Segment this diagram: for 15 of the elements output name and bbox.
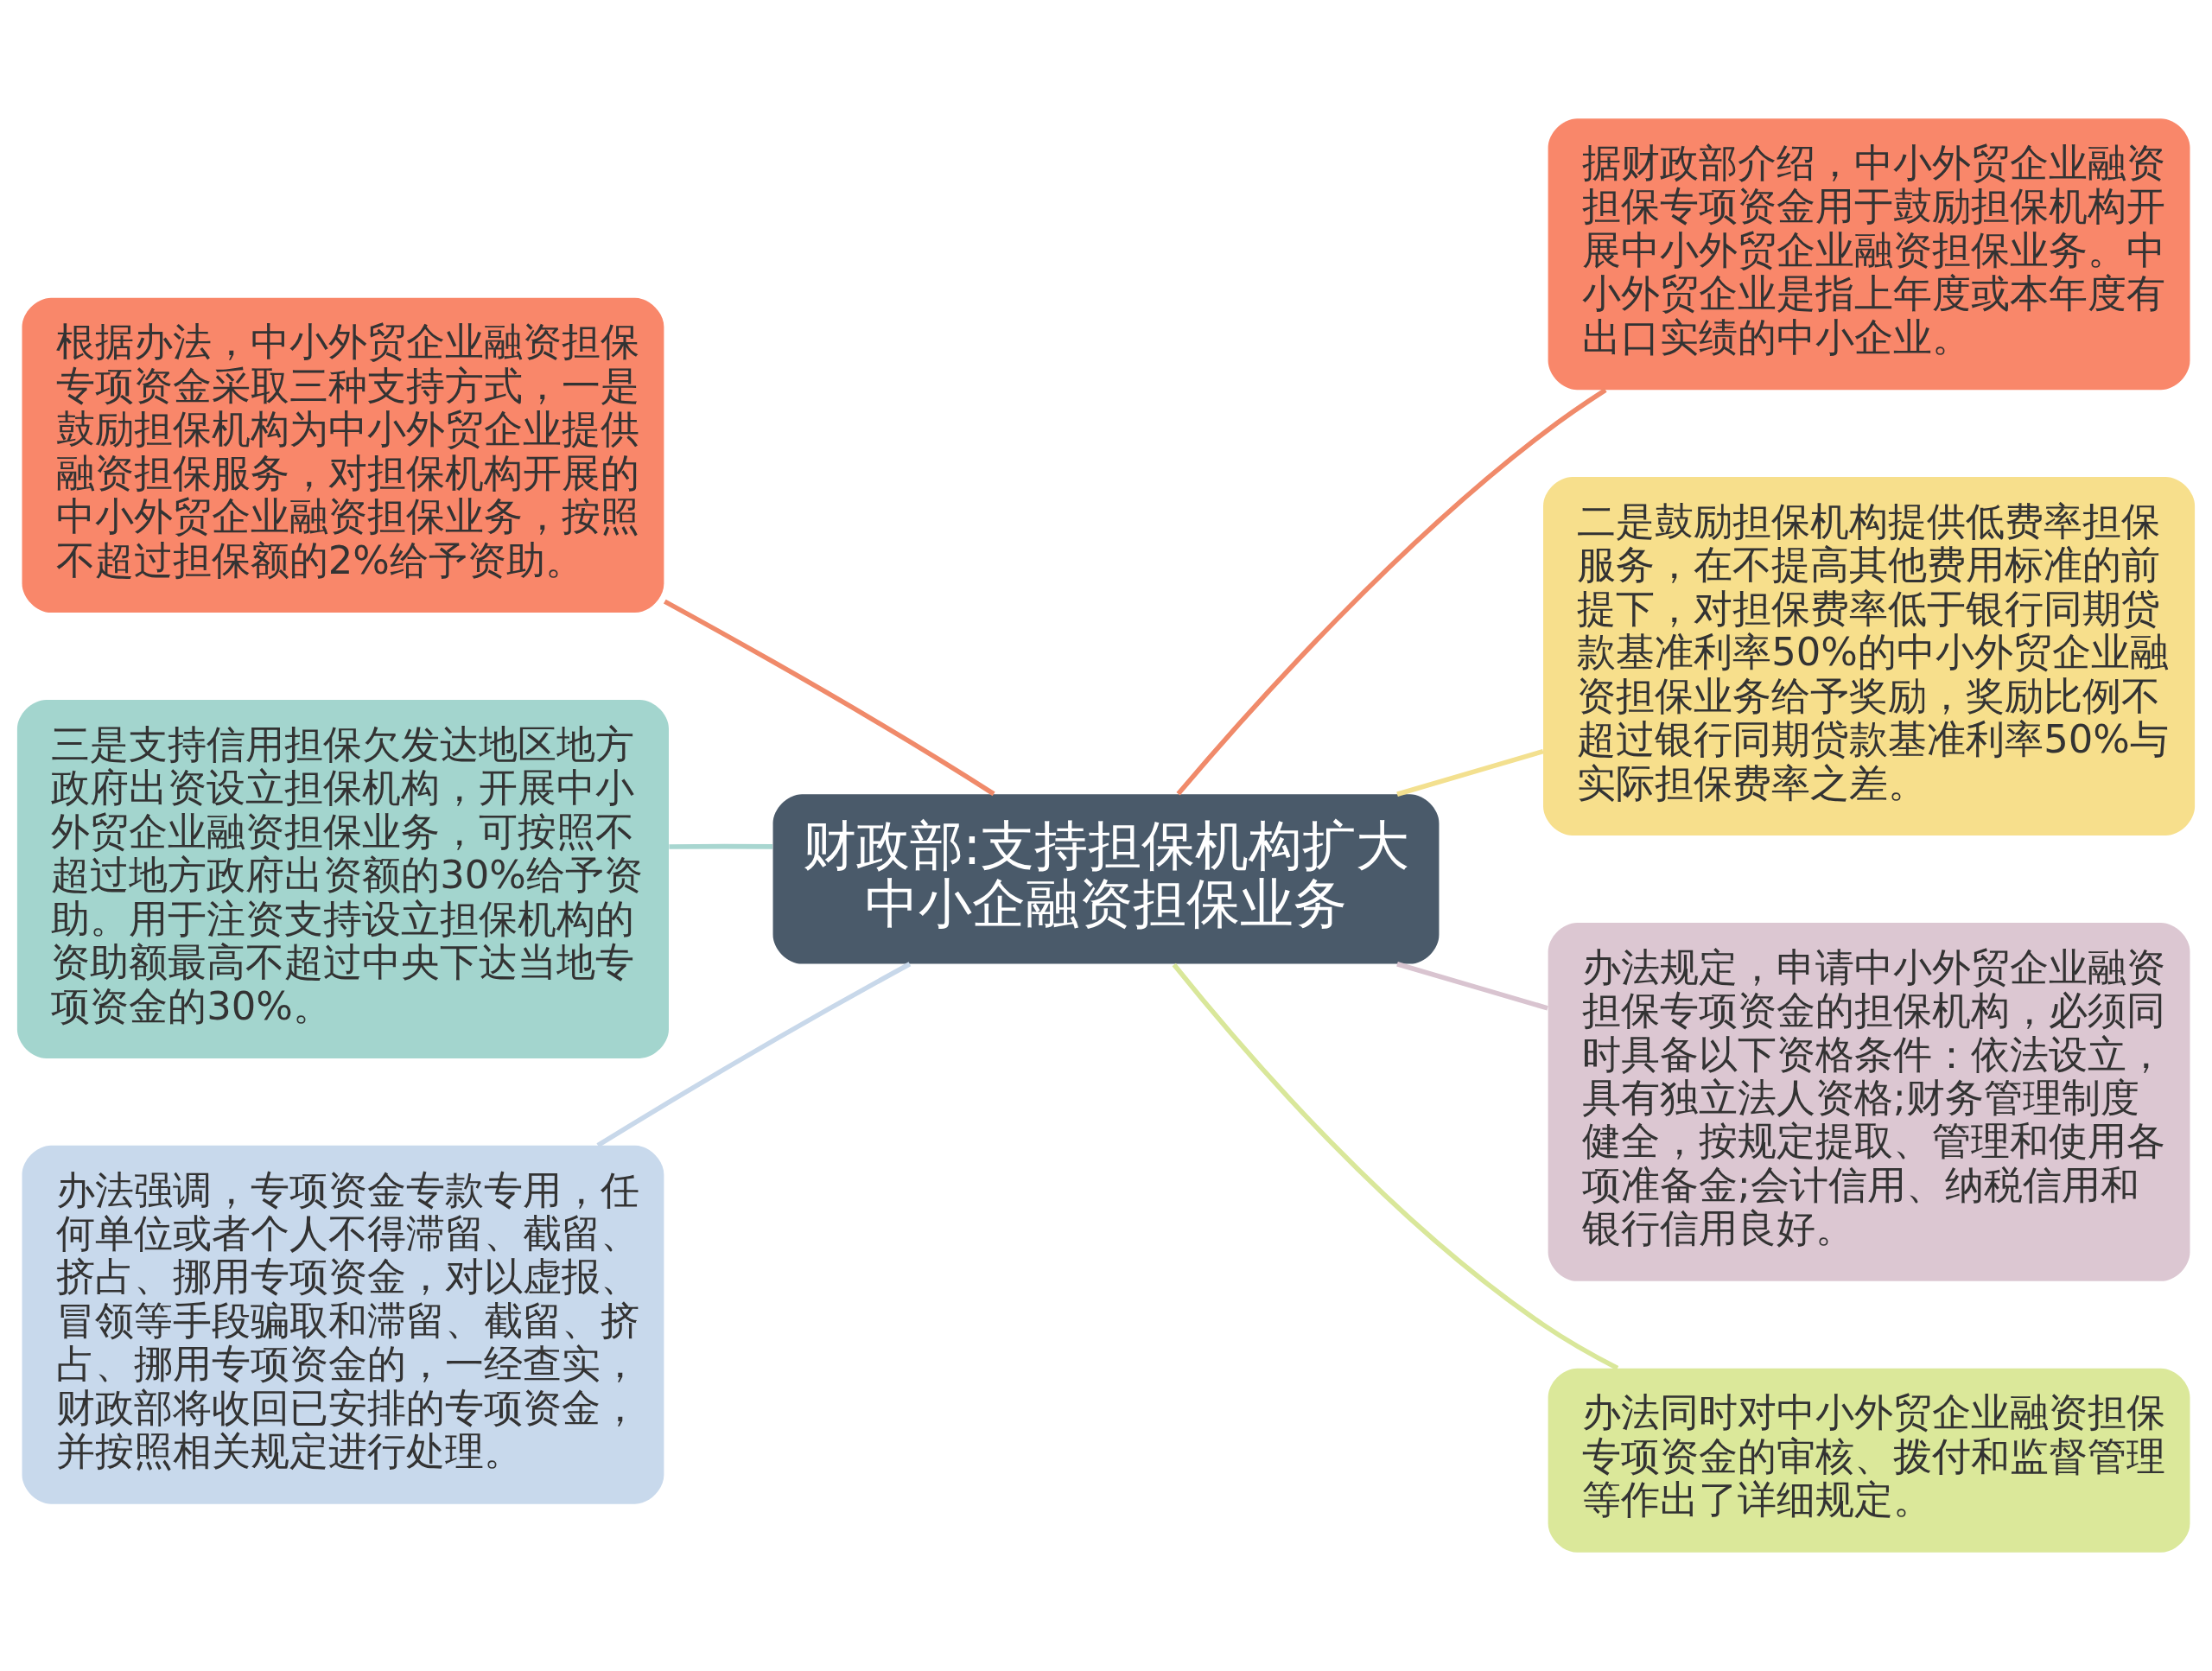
node-box: 三是支持信用担保欠发达地区地方政府出资设立担保机构，开展中小外贸企业融资担保业务，可按照不超过地方政府出资额的30%给予资助。用于注资支持设立担保机构的资助额最高不超过中央下达当地专项资金的30%。: [16, 700, 669, 1058]
connector: [1176, 388, 1607, 796]
connector: [663, 599, 995, 797]
node-box: 办法同时对中小外贸企业融资担保专项资金的审核、拨付和监督管理等作出了详细规定。: [1548, 1368, 2190, 1553]
node-box: 财政部:支持担保机构扩大中小企融资担保业务: [772, 794, 1440, 964]
connector: [1396, 962, 1548, 1011]
connector: [669, 843, 773, 849]
node-box: 办法规定，申请中小外贸企业融资担保专项资金的担保机构，必须同时具备以下资格条件：依法设立，具有独立法人资格;财务管理制度健全，按规定提取、管理和使用各项准备金;会计信用、纳税信用和银行信用良好。: [1548, 922, 2190, 1281]
connector: [596, 962, 912, 1147]
node-box: 根据办法，中小外贸企业融资担保专项资金采取三种支持方式，一是鼓励担保机构为中小外贸企业提供融资担保服务，对担保机构开展的中小外贸企业融资担保业务，按照不超过担保额的2%给予资助。: [22, 297, 664, 613]
node-box: 办法强调，专项资金专款专用，任何单位或者个人不得滞留、截留、挤占、挪用专项资金，对以虚报、冒领等手段骗取和滞留、截留、挤占、挪用专项资金的，一经查实，财政部将收回已安排的专项资金，并按照相关规定进行处理。: [22, 1145, 664, 1504]
node-box: 据财政部介绍，中小外贸企业融资担保专项资金用于鼓励担保机构开展中小外贸企业融资担保业务。中小外贸企业是指上年度或本年度有出口实绩的中小企业。: [1548, 118, 2190, 391]
connector: [1396, 748, 1544, 797]
connector: [1172, 963, 1619, 1370]
node-box: 二是鼓励担保机构提供低费率担保服务，在不提高其他费用标准的前提下，对担保费率低于银行同期贷款基准利率50%的中小外贸企业融资担保业务给予奖励，奖励比例不超过银行同期贷款基准利率50%与实际担保费率之差。: [1543, 477, 2196, 836]
